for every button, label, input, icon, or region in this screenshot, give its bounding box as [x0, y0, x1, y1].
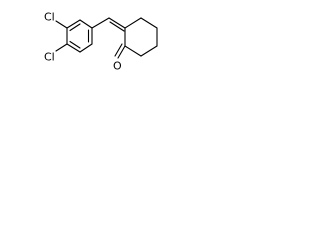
bond [66, 19, 81, 29]
benzene-ring [66, 19, 93, 53]
atom-label-cl-upper: Cl [44, 11, 55, 24]
bond [66, 43, 81, 53]
bond [124, 17, 142, 29]
bond [79, 43, 93, 53]
bond [140, 17, 158, 29]
bond [140, 45, 158, 57]
double-bond-inner [109, 21, 125, 32]
bond [79, 19, 93, 29]
carbonyl-double-bond [114, 43, 123, 57]
methylidene-linker [91, 17, 126, 32]
bond-to-cl-upper [55, 20, 68, 29]
carbonyl-group: O [113, 43, 126, 73]
atom-label-oxygen: O [113, 60, 122, 73]
double-bond-inner [69, 40, 81, 49]
bond [91, 17, 110, 29]
double-bond [108, 17, 126, 29]
carbonyl-double-bond [117, 45, 126, 59]
bond-to-cl-lower [55, 43, 68, 52]
cyclohexanone-ring [124, 17, 158, 57]
bond [124, 45, 142, 57]
double-bond-inner [69, 23, 81, 32]
chloro-substituents: Cl Cl [44, 11, 68, 64]
structure-diagram: Cl Cl O [44, 11, 158, 73]
atom-label-cl-lower: Cl [44, 51, 55, 64]
